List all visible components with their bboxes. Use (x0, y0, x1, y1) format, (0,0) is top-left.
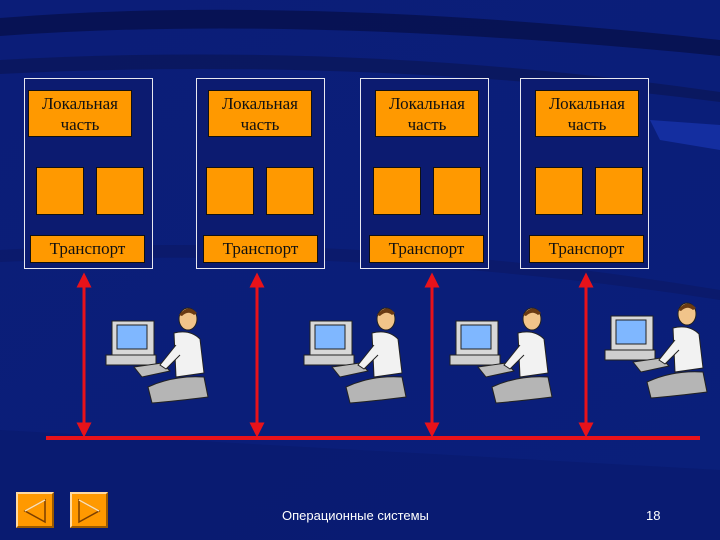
local-part-label: Локальная часть (388, 93, 465, 134)
triangle-right-icon (78, 498, 101, 524)
footer-title: Операционные системы (282, 508, 429, 523)
transport-box: Транспорт (529, 235, 644, 263)
user-at-computer-icon (449, 307, 553, 404)
transport-box: Транспорт (30, 235, 145, 263)
next-slide-button[interactable] (70, 492, 108, 528)
node-frame-2: Локальная часть Транспорт (196, 78, 325, 269)
component-square (96, 167, 144, 215)
transport-label: Транспорт (222, 239, 299, 258)
local-part-label: Локальная часть (41, 93, 118, 134)
component-square (433, 167, 481, 215)
node-frame-4: Локальная часть Транспорт (520, 78, 649, 269)
component-square (535, 167, 583, 215)
local-part-box: Локальная часть (208, 90, 312, 137)
component-square (595, 167, 643, 215)
transport-box: Транспорт (369, 235, 484, 263)
local-part-box: Локальная часть (375, 90, 479, 137)
page-number: 18 (646, 508, 661, 523)
node-frame-1: Локальная часть Транспорт (24, 78, 153, 269)
previous-slide-button[interactable] (16, 492, 54, 528)
transport-box: Транспорт (203, 235, 318, 263)
user-at-computer-icon (303, 307, 407, 404)
component-square (206, 167, 254, 215)
user-at-computer-icon (105, 307, 209, 404)
local-part-box: Локальная часть (28, 90, 132, 137)
node-frame-3: Локальная часть Транспорт (360, 78, 489, 269)
component-square (266, 167, 314, 215)
local-part-label: Локальная часть (548, 93, 625, 134)
transport-label: Транспорт (548, 239, 625, 258)
component-square (36, 167, 84, 215)
transport-label: Транспорт (388, 239, 465, 258)
user-at-computer-icon (604, 302, 708, 399)
component-square (373, 167, 421, 215)
triangle-left-icon (23, 498, 46, 524)
local-part-label: Локальная часть (221, 93, 298, 134)
transport-label: Транспорт (49, 239, 126, 258)
local-part-box: Локальная часть (535, 90, 639, 137)
